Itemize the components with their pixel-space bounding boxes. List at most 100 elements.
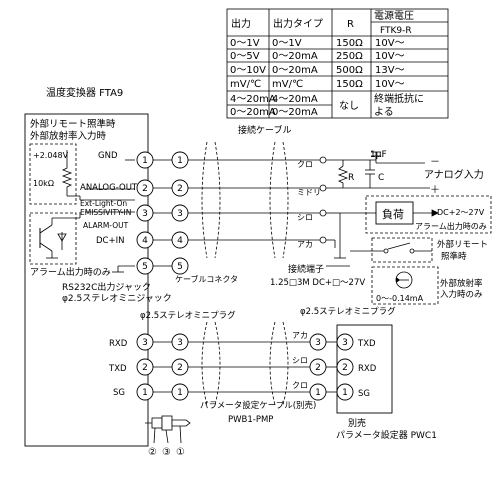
emis1: 外部放射率 bbox=[440, 278, 483, 289]
plug-marker-2: ② bbox=[148, 447, 157, 458]
cell: 250Ω bbox=[336, 51, 363, 62]
plug-marker-3: ③ bbox=[162, 447, 171, 458]
wire-red: アカ bbox=[297, 240, 313, 249]
cell: 0～10V bbox=[230, 65, 266, 76]
num: 2 bbox=[142, 363, 148, 373]
cell: 150Ω bbox=[336, 79, 363, 90]
label-dc: DC+IN bbox=[96, 236, 124, 246]
table-text: 出力 出力タイプ R 電源電圧 FTK9-R 0～1V 0～1V 150Ω 10… bbox=[230, 9, 424, 118]
plug-right: φ2.5ステレオミニプラグ bbox=[300, 306, 396, 317]
cell: 終端抵抗に bbox=[374, 92, 424, 105]
param-cable-model: PWB1-PMP bbox=[228, 415, 273, 425]
device-terminals bbox=[136, 151, 154, 401]
cell: よる bbox=[374, 106, 394, 118]
switch-box bbox=[371, 237, 433, 263]
pwc-sg: SG bbox=[358, 389, 370, 399]
cell: 0～1V bbox=[230, 38, 260, 49]
cell: 0～20mA bbox=[272, 51, 318, 62]
cell: 0～5V bbox=[230, 51, 260, 62]
resistor-symbol bbox=[61, 162, 73, 196]
th-r: R bbox=[347, 19, 354, 30]
terminal-spec: 1.25□3M DC+□～27V bbox=[270, 278, 365, 288]
label-ext1: Ext-Light-On bbox=[80, 199, 127, 208]
alarm-only: アラーム出力時のみ bbox=[415, 221, 487, 231]
num: 3 bbox=[315, 338, 321, 348]
cell: 500Ω bbox=[336, 65, 363, 76]
cell: 10V～ bbox=[375, 38, 405, 49]
th-output: 出力 bbox=[231, 17, 251, 30]
pwc-box bbox=[336, 324, 393, 414]
r-label: R bbox=[348, 173, 354, 183]
wire-black: クロ bbox=[297, 160, 313, 169]
label-sg: SG bbox=[113, 388, 125, 398]
param-right-1 bbox=[309, 383, 327, 401]
num: 2 bbox=[315, 363, 321, 373]
analog-input: アナログ入力 bbox=[424, 168, 484, 181]
cable-terminal-2 bbox=[171, 179, 189, 197]
cable-terminal-3 bbox=[171, 204, 189, 222]
num: 1 bbox=[177, 156, 183, 166]
cable-terminal-4 bbox=[171, 231, 189, 249]
cable-terminal-1 bbox=[171, 151, 189, 169]
cable-label: 接続ケーブル bbox=[238, 124, 291, 136]
label-gnd: GND bbox=[98, 151, 118, 161]
rs-line2: φ2.5ステレオミニジャック bbox=[62, 293, 172, 304]
terminal-label: 接続端子 bbox=[288, 263, 324, 275]
param-cable-label: パラメータ設定ケーブル(別売) bbox=[200, 400, 316, 411]
num: 4 bbox=[177, 236, 183, 246]
cell: mV/℃ bbox=[272, 79, 303, 90]
num: 3 bbox=[342, 338, 348, 348]
alarm-box bbox=[29, 212, 77, 265]
cable-terminal-5 bbox=[171, 257, 189, 275]
plug-icon bbox=[145, 415, 191, 444]
cell: 10V～ bbox=[375, 79, 405, 90]
load-box bbox=[365, 195, 492, 234]
num: 2 bbox=[177, 363, 183, 373]
cell: 0～20mA bbox=[272, 107, 318, 118]
label-alarm: ALARM-OUT bbox=[83, 221, 129, 230]
device-title: 温度変換器 FTA9 bbox=[46, 86, 123, 99]
remote1: 外部リモート bbox=[437, 239, 488, 250]
emis2: 入力時のみ bbox=[440, 289, 483, 300]
num: 2 bbox=[177, 184, 183, 194]
cell: なし bbox=[339, 100, 359, 112]
emissivity-box bbox=[371, 266, 439, 305]
cell: 13V～ bbox=[375, 65, 405, 76]
rs-line1: RS232C出力ジャック bbox=[62, 281, 151, 293]
num: 1 bbox=[142, 156, 148, 166]
pwc-name: パラメータ設定器 PWC1 bbox=[336, 429, 437, 441]
connector-label: ケーブルコネクタ bbox=[175, 274, 238, 284]
num: 1 bbox=[315, 388, 321, 398]
th-voltage: 電源電圧 bbox=[374, 9, 414, 22]
num: 2 bbox=[142, 184, 148, 194]
current-label: 0～-0.14mA bbox=[376, 294, 424, 303]
cell: 10V～ bbox=[375, 51, 405, 62]
spec-table bbox=[226, 8, 449, 119]
remote-line2: 外部放射率入力時 bbox=[30, 130, 107, 142]
param-left-1 bbox=[171, 383, 189, 401]
param-left-2 bbox=[171, 358, 189, 376]
pwire-black: クロ bbox=[292, 381, 308, 390]
num: 1 bbox=[342, 388, 348, 398]
label-rxd: RXD bbox=[109, 339, 128, 349]
cap-label: 1μF bbox=[370, 150, 387, 160]
minus-sign: － bbox=[430, 157, 440, 168]
pwire-red: アカ bbox=[292, 331, 308, 340]
device-box bbox=[24, 113, 149, 447]
num: 5 bbox=[177, 262, 183, 272]
num: 3 bbox=[142, 338, 148, 348]
cell: 0～1V bbox=[272, 38, 302, 49]
cell: 4～20mA bbox=[272, 94, 318, 105]
load-label: 負荷 bbox=[382, 208, 404, 221]
plug-marker-1: ① bbox=[176, 447, 185, 458]
num: 1 bbox=[142, 388, 148, 398]
num: 3 bbox=[177, 209, 183, 219]
num: 1 bbox=[177, 388, 183, 398]
pwire-white: シロ bbox=[292, 356, 308, 365]
num: 3 bbox=[142, 209, 148, 219]
resistor-label: 10kΩ bbox=[33, 179, 54, 188]
label-txd: TXD bbox=[108, 364, 127, 374]
cell: 0～20mA bbox=[272, 65, 318, 76]
cell: 0～20mA bbox=[230, 107, 276, 118]
